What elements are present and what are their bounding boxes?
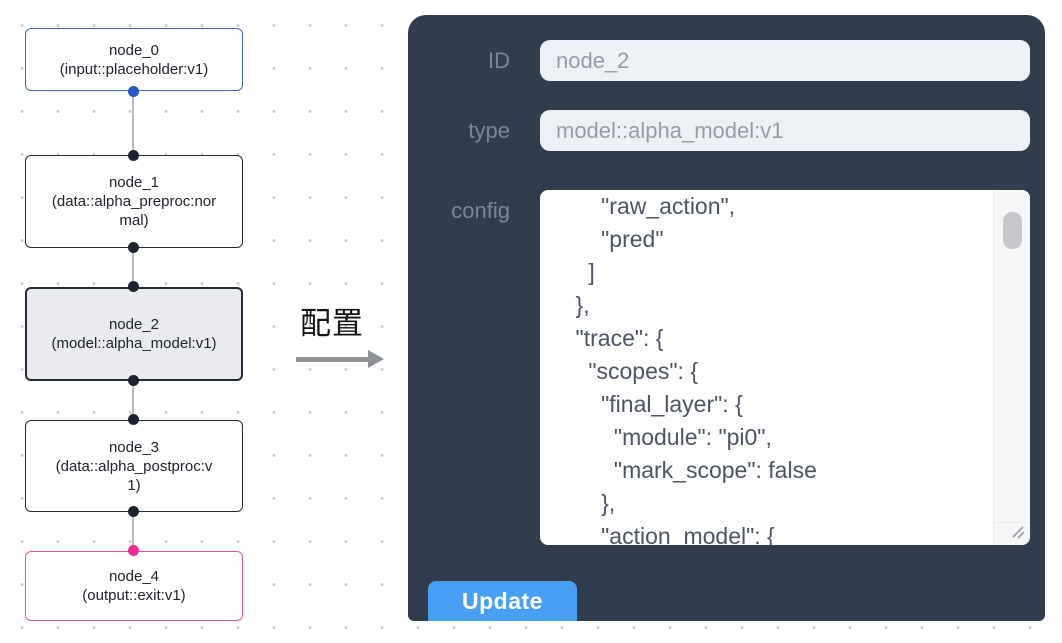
config-annotation-label: 配置: [300, 306, 364, 341]
connection-handle-node3-top[interactable]: [128, 414, 139, 425]
flow-edge-node1-node2: [132, 248, 134, 287]
node-title: node_3: [108, 438, 160, 456]
flow-edge-node0-node1: [132, 92, 134, 155]
connection-handle-node2-bottom[interactable]: [128, 375, 139, 386]
config-annotation: 配置: [294, 298, 404, 368]
resize-handle-icon[interactable]: [1009, 523, 1027, 541]
flow-node-node_3[interactable]: node_3 (data::alpha_postproc:v1): [25, 420, 243, 512]
flow-node-node_4[interactable]: node_4 (output::exit:v1): [25, 551, 243, 621]
node-config-panel: ID type config "raw_action", "pred" ] },…: [408, 15, 1045, 621]
node-subtitle: (model::alpha_model:v1): [51, 335, 217, 352]
connection-handle-node1-bottom[interactable]: [128, 242, 139, 253]
update-button[interactable]: Update: [428, 581, 577, 621]
node-title: node_4: [108, 568, 160, 585]
connection-handle-node4-top[interactable]: [128, 545, 139, 556]
node-subtitle: (input::placeholder:v1): [59, 60, 209, 78]
type-field-label: type: [468, 118, 510, 143]
node-title: node_1: [108, 174, 160, 191]
flow-edge-node3-node4: [132, 512, 134, 551]
node-subtitle: (output::exit:v1): [82, 587, 186, 604]
node-title: node_2: [108, 316, 160, 333]
arrow-right-icon: [294, 350, 404, 368]
config-textarea[interactable]: "raw_action", "pred" ] }, "trace": { "sc…: [540, 190, 1030, 545]
config-field-label: config: [451, 198, 510, 223]
flow-node-node_2-selected[interactable]: node_2 (model::alpha_model:v1): [25, 287, 243, 381]
flow-node-node_0[interactable]: node_0 (input::placeholder:v1): [25, 28, 243, 91]
flow-node-node_1[interactable]: node_1 (data::alpha_preproc:normal): [25, 155, 243, 248]
id-input[interactable]: [540, 40, 1030, 81]
node-subtitle: (data::alpha_preproc:normal): [51, 193, 217, 229]
id-field-label: ID: [488, 48, 510, 73]
connection-handle-node3-bottom[interactable]: [128, 506, 139, 517]
type-input[interactable]: [540, 110, 1030, 151]
connection-handle-node2-top[interactable]: [128, 281, 139, 292]
scrollbar-corner-divider: [993, 522, 1030, 523]
config-json-text[interactable]: "raw_action", "pred" ] }, "trace": { "sc…: [575, 193, 817, 545]
scrollbar-thumb[interactable]: [1003, 212, 1022, 249]
node-title: node_0: [108, 41, 160, 59]
node-subtitle: (data::alpha_postproc:v1): [55, 457, 213, 494]
connection-handle-node0-bottom[interactable]: [128, 86, 139, 97]
connection-handle-node1-top[interactable]: [128, 150, 139, 161]
flow-edge-node2-node3: [132, 381, 134, 420]
scrollbar-track[interactable]: [993, 190, 1030, 545]
